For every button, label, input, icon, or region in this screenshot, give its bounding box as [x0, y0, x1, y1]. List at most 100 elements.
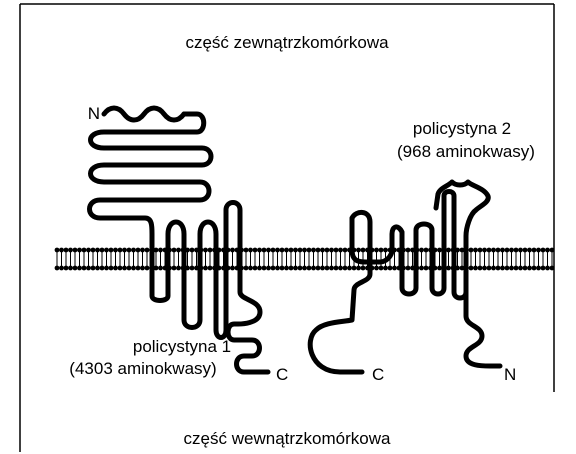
policystin-1-chain — [90, 108, 269, 372]
policystin-2-c-terminus-label: C — [372, 365, 384, 384]
lipid-head — [266, 248, 271, 253]
lipid-head — [419, 266, 424, 271]
lipid-head — [118, 266, 123, 271]
lipid-head — [136, 248, 141, 253]
lipid-head — [541, 266, 546, 271]
lipid-head — [113, 248, 118, 253]
lipid-head — [473, 266, 478, 271]
lipid-head — [122, 248, 127, 253]
lipid-head — [536, 248, 541, 253]
lipid-head — [536, 266, 541, 271]
lipid-head — [203, 248, 208, 253]
lipid-head — [356, 248, 361, 253]
lipid-head — [338, 266, 343, 271]
lipid-head — [320, 266, 325, 271]
policystin-1-name: policystyna 1 — [133, 337, 231, 356]
lipid-head — [275, 266, 280, 271]
policystin-1-length: (4303 aminokwasy) — [69, 359, 216, 378]
lipid-head — [334, 266, 339, 271]
lipid-head — [325, 248, 330, 253]
lipid-head — [95, 248, 100, 253]
lipid-head — [298, 248, 303, 253]
lipid-head — [406, 248, 411, 253]
lipid-head — [95, 266, 100, 271]
policystin-2-chain — [310, 182, 500, 372]
lipid-head — [320, 248, 325, 253]
lipid-head — [127, 248, 132, 253]
lipid-head — [100, 266, 105, 271]
lipid-head — [68, 248, 73, 253]
lipid-head — [316, 248, 321, 253]
lipid-head — [496, 266, 501, 271]
lipid-head — [190, 266, 195, 271]
lipid-head — [262, 266, 267, 271]
lipid-head — [482, 248, 487, 253]
lipid-head — [73, 266, 78, 271]
lipid-head — [437, 248, 442, 253]
lipid-head — [293, 266, 298, 271]
lipid-head — [302, 248, 307, 253]
lipid-head — [190, 248, 195, 253]
lipid-head — [469, 248, 474, 253]
lipid-head — [523, 248, 528, 253]
lipid-head — [55, 266, 60, 271]
lipid-head — [298, 266, 303, 271]
lipid-head — [131, 248, 136, 253]
lipid-head — [109, 266, 114, 271]
lipid-head — [311, 266, 316, 271]
lipid-head — [343, 266, 348, 271]
lipid-head — [316, 266, 321, 271]
lipid-head — [55, 248, 60, 253]
lipid-head — [248, 248, 253, 253]
lipid-head — [514, 248, 519, 253]
lipid-tails — [57, 252, 552, 266]
lipid-head — [109, 248, 114, 253]
lipid-head — [127, 266, 132, 271]
diagram-frame — [20, 4, 554, 452]
lipid-head — [280, 266, 285, 271]
lipid-head — [59, 266, 64, 271]
lipid-head — [122, 266, 127, 271]
lipid-head — [545, 266, 550, 271]
lipid-head — [518, 248, 523, 253]
lipid-head — [208, 248, 213, 253]
lipid-head — [388, 266, 393, 271]
lipid-head — [266, 266, 271, 271]
lipid-head — [77, 248, 82, 253]
lipid-head — [289, 266, 294, 271]
lipid-head — [500, 266, 505, 271]
lipid-head — [302, 266, 307, 271]
lipid-head — [374, 248, 379, 253]
lipid-head — [478, 248, 483, 253]
lipid-head — [473, 248, 478, 253]
lipid-head — [361, 248, 366, 253]
lipid-head — [64, 266, 69, 271]
lipid-head — [158, 248, 163, 253]
lipid-head — [100, 248, 105, 253]
lipid-head — [253, 248, 258, 253]
lipid-head — [482, 266, 487, 271]
lipid-head — [284, 266, 289, 271]
lipid-head — [118, 248, 123, 253]
lipid-head — [257, 248, 262, 253]
lipid-head — [325, 266, 330, 271]
lipid-head — [374, 266, 379, 271]
lipid-head — [446, 266, 451, 271]
lipid-head — [248, 266, 253, 271]
lipid-head — [91, 266, 96, 271]
lipid-head — [91, 248, 96, 253]
lipid-head — [271, 266, 276, 271]
lipid-head — [68, 266, 73, 271]
lipid-head — [487, 248, 492, 253]
lipid-head — [379, 248, 384, 253]
lipid-head — [487, 266, 492, 271]
lipid-head — [158, 266, 163, 271]
policystin-2-length: (968 aminokwasy) — [397, 142, 535, 161]
lipid-head — [491, 266, 496, 271]
lipid-head — [334, 248, 339, 253]
lipid-head — [59, 248, 64, 253]
lipid-head — [140, 266, 145, 271]
lipid-head — [509, 266, 514, 271]
lipid-head — [491, 248, 496, 253]
lipid-head — [347, 266, 352, 271]
